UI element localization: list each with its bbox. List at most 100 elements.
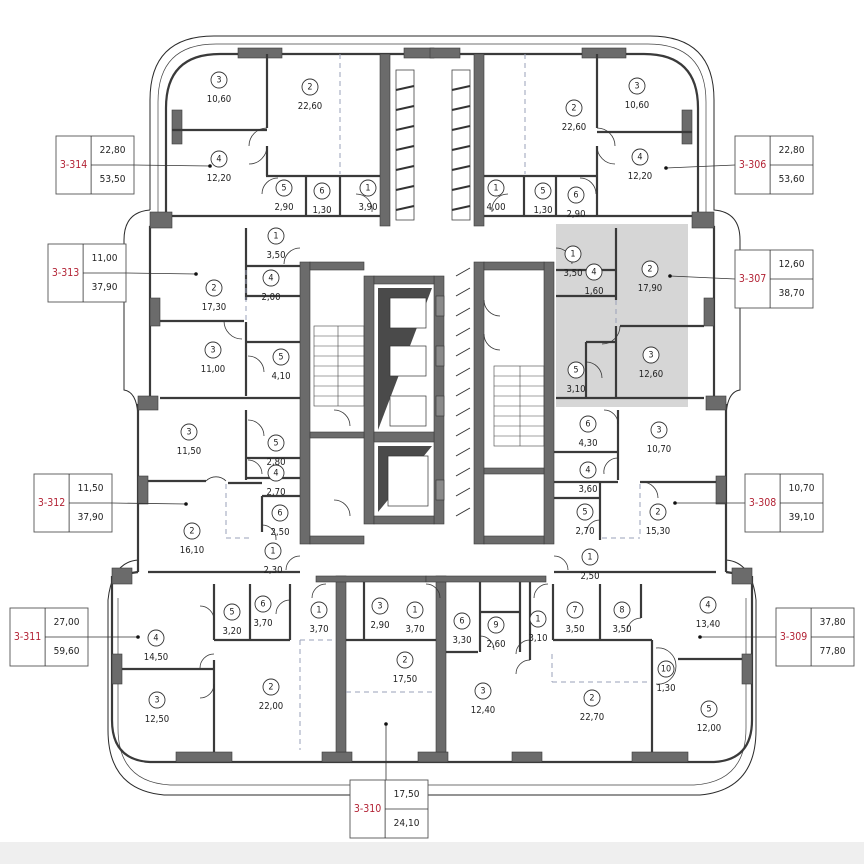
room-number: 6 [277, 509, 282, 519]
room-number-circle [642, 346, 660, 364]
living-area: 10,70 [789, 483, 815, 494]
room-number-circle [204, 341, 222, 359]
leader-dot [208, 164, 212, 168]
room-number: 6 [573, 191, 578, 201]
room-label: 312,60 [639, 346, 663, 380]
room-number-circle [583, 689, 601, 707]
room-number: 9 [493, 621, 498, 631]
room-number: 1 [570, 250, 575, 260]
room-area: 3,10 [528, 633, 547, 644]
room-area: 2,50 [270, 527, 289, 538]
room-area: 3,50 [266, 250, 285, 261]
room-number-circle [487, 179, 505, 197]
room-number: 3 [186, 428, 191, 438]
room-label: 14,00 [486, 179, 506, 213]
room-label: 414,50 [144, 629, 168, 663]
room-area: 4,30 [578, 438, 597, 449]
leader-dot [194, 272, 198, 276]
total-area: 38,70 [779, 288, 805, 299]
room-area: 16,10 [180, 545, 204, 556]
room-number-circle [650, 421, 668, 439]
living-area: 37,80 [820, 617, 846, 628]
room-label: 64,30 [578, 415, 598, 449]
room-area: 13,40 [696, 619, 720, 630]
room-label: 512,00 [697, 700, 721, 734]
room-area: 22,00 [259, 701, 283, 712]
apartment-id: 3-308 [749, 497, 776, 509]
room-label: 217,30 [202, 279, 226, 313]
room-area: 3,20 [222, 626, 241, 637]
bottom-band [0, 842, 864, 864]
room-area: 2,90 [566, 209, 585, 220]
room-number-circle [487, 616, 505, 634]
room-number: 4 [273, 469, 278, 479]
leader-dot [136, 635, 140, 639]
room-label: 43,60 [578, 461, 598, 495]
room-number-circle [699, 596, 717, 614]
room-area: 11,00 [201, 364, 225, 375]
room-label: 13,50 [563, 245, 583, 279]
apartment-tag-3-311[interactable]: 3-311 27,00 59,60 [9, 607, 140, 667]
room-area: 3,70 [309, 624, 328, 635]
room-number-circle [585, 263, 603, 281]
room-number: 5 [540, 187, 545, 197]
room-number-circle [267, 434, 285, 452]
utility-shafts [395, 69, 471, 517]
room-number: 1 [412, 606, 417, 616]
room-area: 3,30 [452, 635, 471, 646]
room-label: 13,90 [358, 179, 378, 213]
living-area: 27,00 [54, 617, 80, 628]
room-area: 1,30 [656, 683, 675, 694]
room-number-circle [565, 99, 583, 117]
room-area: 17,30 [202, 302, 226, 313]
room-number: 4 [705, 601, 710, 611]
room-number: 2 [647, 265, 652, 275]
leader-dot [698, 635, 702, 639]
room-number: 5 [281, 184, 286, 194]
room-number: 4 [268, 274, 273, 284]
total-area: 24,10 [394, 818, 420, 829]
leader-line [665, 164, 736, 169]
room-number: 6 [585, 420, 590, 430]
room-label: 63,70 [253, 595, 273, 629]
total-area: 59,60 [54, 646, 80, 657]
room-number-circle [628, 77, 646, 95]
room-area: 4,10 [271, 371, 290, 382]
room-label: 413,40 [696, 596, 720, 630]
room-number-circle [649, 503, 667, 521]
living-area: 11,00 [92, 253, 118, 264]
room-number: 3 [648, 351, 653, 361]
room-number: 2 [402, 656, 407, 666]
living-area: 17,50 [394, 789, 420, 800]
room-label: 310,60 [207, 71, 231, 105]
room-number-circle [254, 595, 272, 613]
room-area: 2,30 [263, 565, 282, 576]
room-label: 13,70 [405, 601, 425, 635]
room-number-circle [631, 148, 649, 166]
leader-dot [184, 502, 188, 506]
room-number-circle [700, 700, 718, 718]
room-number-circle [183, 522, 201, 540]
room-number-circle [267, 227, 285, 245]
room-number-circle [147, 629, 165, 647]
room-number: 1 [535, 615, 540, 625]
room-number-circle [272, 348, 290, 366]
room-number: 1 [365, 184, 370, 194]
apartment-id: 3-311 [14, 631, 41, 643]
apartment-id: 3-309 [780, 631, 807, 643]
room-number: 2 [307, 83, 312, 93]
room-number-circle [641, 260, 659, 278]
room-label: 73,50 [565, 601, 585, 635]
room-area: 11,50 [177, 446, 201, 457]
room-label: 61,30 [312, 182, 332, 216]
room-area: 2,70 [266, 487, 285, 498]
